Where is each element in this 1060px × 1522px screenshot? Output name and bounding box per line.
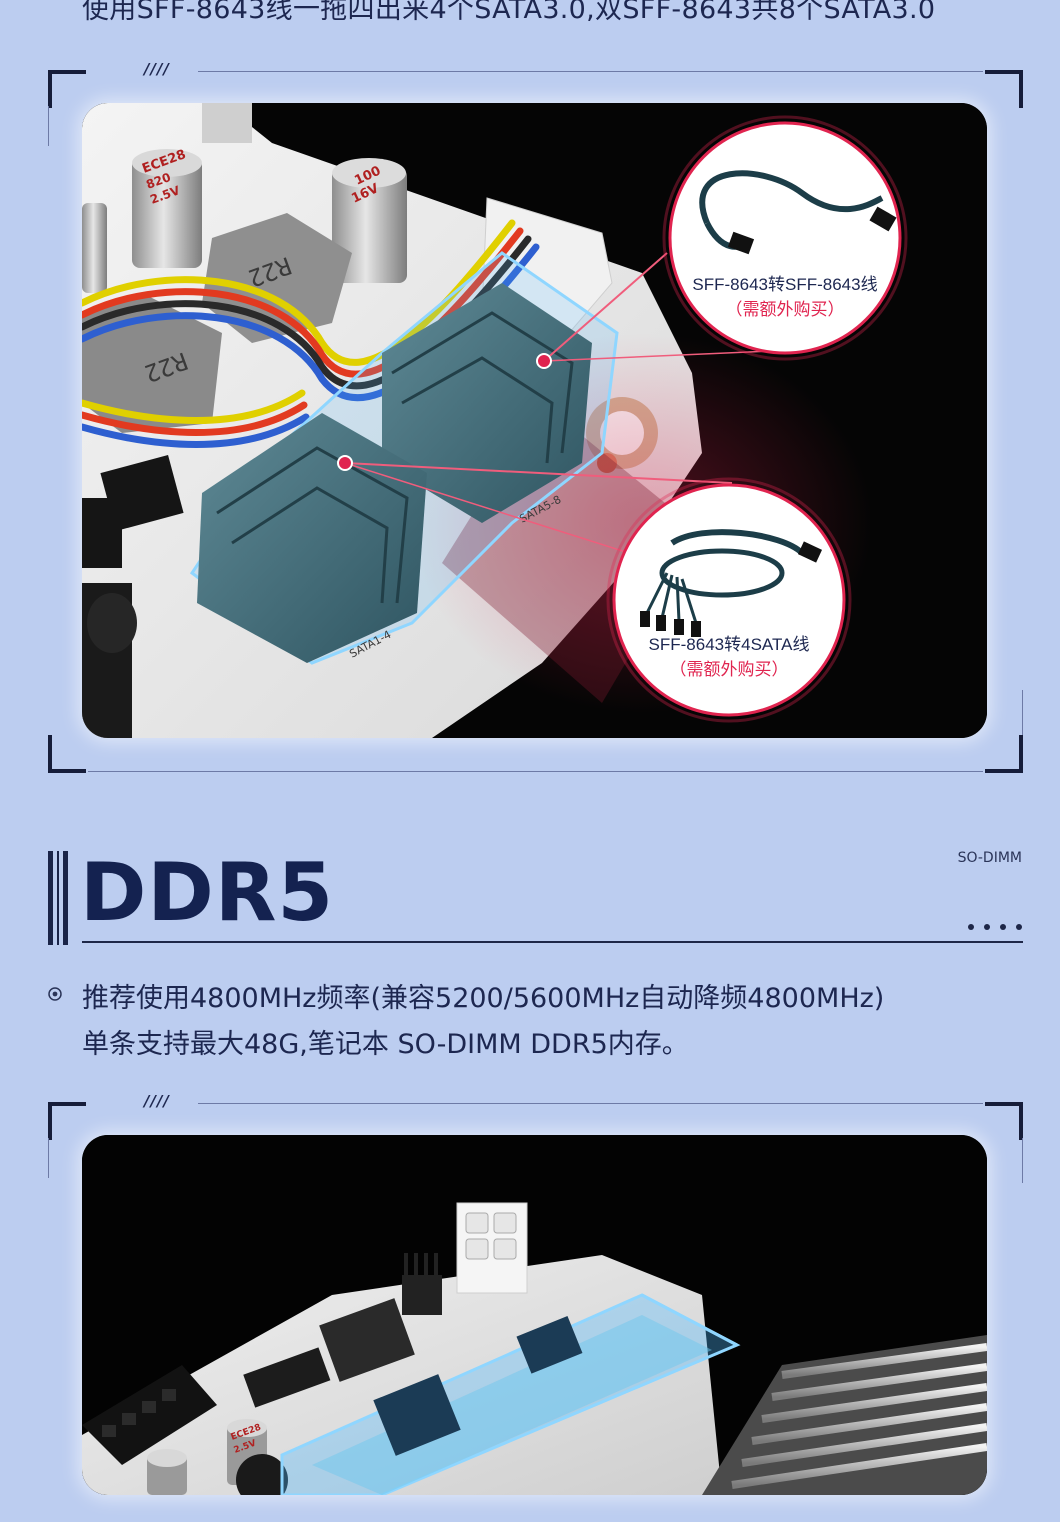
sff8643-connector [197,413,427,663]
capacitor: ECE28 820 2.5V [132,147,202,268]
callout-title: SFF-8643转SFF-8643线 [692,275,877,294]
callout-note: （需额外购买） [670,660,789,679]
frame-corner [48,735,86,773]
bullet-icon [48,987,62,1001]
frame-line [48,1138,49,1178]
frame-line [198,1103,983,1104]
callout-sff8643-to-sff8643: SFF-8643转SFF-8643线 （需额外购买） [662,115,908,361]
frame-line [48,106,49,146]
section-dots [968,924,1024,932]
sata-board-photo: ECE28 820 2.5V 100 16V R22 R22 [82,103,987,738]
top-caption: 使用SFF-8643线一拖四出来4个SATA3.0,双SFF-8643共8个SA… [82,0,936,25]
sff8643-connector [382,283,592,523]
ddr5-board-illustration: ECE28 2.5V [82,1135,987,1495]
section-description: 推荐使用4800MHz频率(兼容5200/5600MHz自动降频4800MHz)… [82,976,884,1068]
section-subtitle: SO-DIMM [957,850,1022,866]
so-dimm-slot [280,1293,741,1495]
frame-corner [985,70,1023,108]
frame-corner [48,1102,86,1140]
description-line: 单条支持最大48G,笔记本 SO-DIMM DDR5内存。 [82,1029,689,1060]
panel-tag: //// [144,60,170,78]
section-title: DDR5 [80,846,335,939]
callout-sff8643-to-4sata: SFF-8643转4SATA线 （需额外购买） [606,477,852,723]
heatsink [702,1335,987,1495]
ddr5-panel-frame: //// [48,1092,1023,1522]
panel-tag: //// [144,1092,170,1110]
frame-line [1022,1138,1023,1183]
frame-line [198,71,983,72]
atx-connector [82,1365,217,1465]
description-line: 推荐使用4800MHz频率(兼容5200/5600MHz自动降频4800MHz) [82,983,885,1014]
callout-note: （需额外购买） [726,300,845,319]
sata-board-illustration: ECE28 820 2.5V 100 16V R22 R22 [82,103,987,738]
callout-dot [337,455,353,471]
frame-corner [48,70,86,108]
frame-line [1022,690,1023,735]
frame-corner [985,735,1023,773]
frame-line [88,771,983,772]
section-divider [82,941,1023,943]
callout-title: SFF-8643转4SATA线 [649,635,810,654]
ddr5-board-photo: ECE28 2.5V [82,1135,987,1495]
sata-panel-frame: //// [48,60,1023,773]
power-connector [456,1202,528,1294]
callout-dot [536,353,552,369]
frame-corner [985,1102,1023,1140]
